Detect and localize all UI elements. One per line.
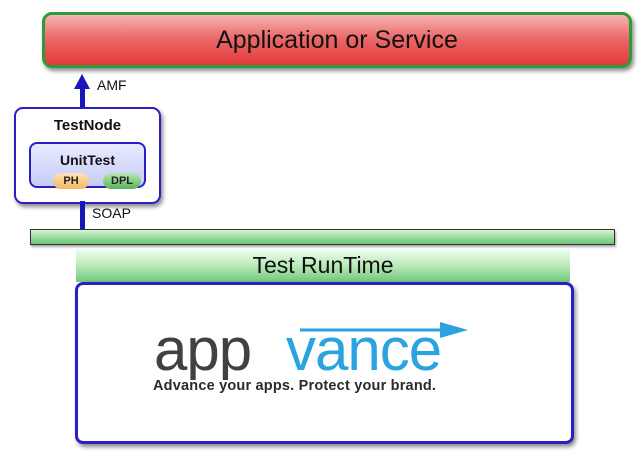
- runtime-label: Test RunTime: [252, 251, 394, 278]
- application-service-label: Application or Service: [216, 25, 458, 54]
- soap-connector-line: [80, 201, 85, 229]
- runtime-box: [75, 282, 574, 444]
- logo-tagline: Advance your apps. Protect your brand.: [153, 378, 437, 394]
- logo-wordmark-app: app: [154, 318, 251, 380]
- logo-arrow-icon: [440, 322, 468, 338]
- dpl-badge: DPL: [103, 173, 141, 189]
- bus-bar: [30, 229, 615, 245]
- runtime-header: Test RunTime: [76, 248, 570, 282]
- testnode-title: TestNode: [53, 117, 122, 134]
- logo-wordmark-vance: vance: [286, 318, 441, 380]
- amf-arrow-head-icon: [74, 74, 90, 89]
- ph-badge: PH: [53, 173, 89, 189]
- application-service-box: Application or Service: [42, 12, 632, 68]
- unittest-title: UnitTest: [60, 152, 115, 168]
- testnode-box: TestNode UnitTest: [14, 107, 161, 204]
- amf-connector-line: [80, 88, 85, 108]
- soap-label: SOAP: [92, 205, 131, 221]
- amf-label: AMF: [97, 77, 127, 93]
- appvance-logo: app vance: [154, 318, 468, 380]
